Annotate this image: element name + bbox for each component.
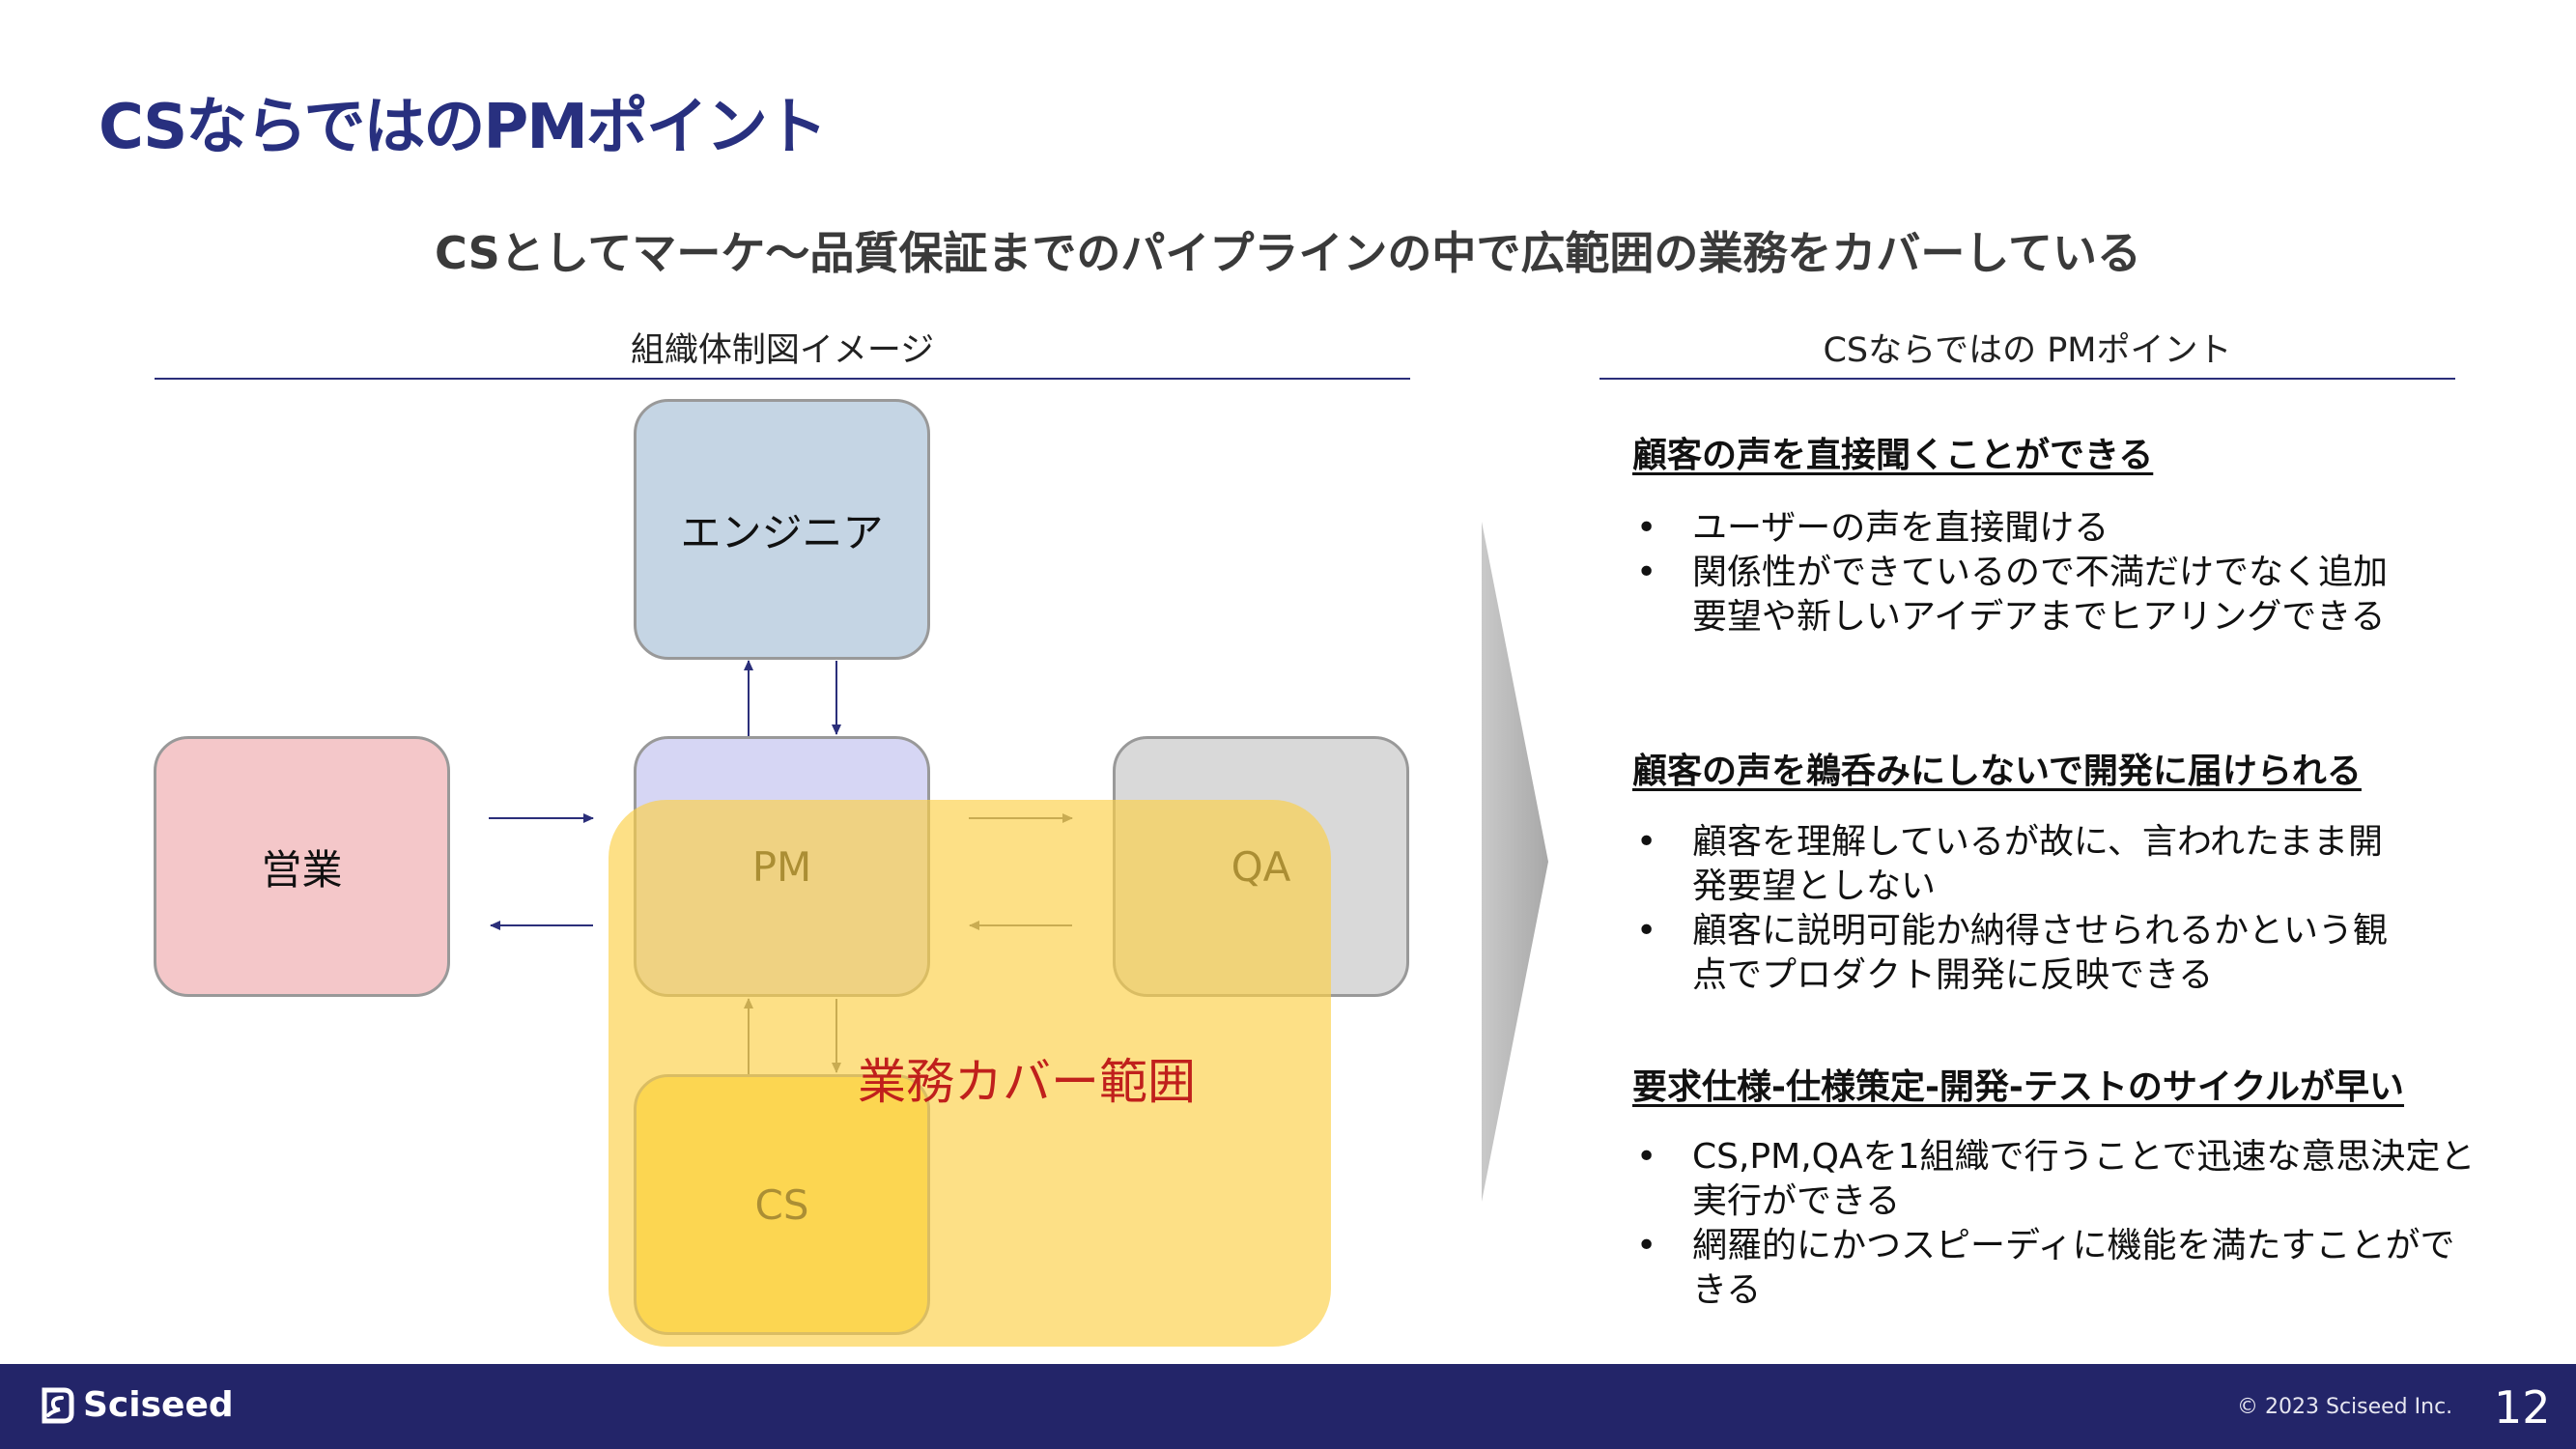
footer-bar: Sciseed © 2023 Sciseed Inc. 12 bbox=[0, 1364, 2576, 1449]
engineer-label: エンジニア bbox=[680, 508, 884, 556]
org-chart-heading-rule bbox=[155, 378, 1410, 380]
copyright-text: © 2023 Sciseed Inc. bbox=[2237, 1395, 2453, 1419]
list-item: 関係性ができているので不満だけでなく追加要望や新しいアイデアまでヒアリングできる bbox=[1632, 551, 2405, 639]
org-chart-heading: 組織体制図イメージ bbox=[630, 331, 935, 370]
point-1-bullets: ユーザーの声を直接聞ける 関係性ができているので不満だけでなく追加要望や新しいア… bbox=[1632, 506, 2482, 639]
pm-points-heading-rule bbox=[1599, 378, 2455, 380]
list-item: 顧客を理解しているが故に、言われたまま開発要望としない bbox=[1632, 820, 2405, 909]
point-3-title: 要求仕様-仕様策定-開発-テストのサイクルが早い bbox=[1632, 1067, 2405, 1107]
engineer-box: エンジニア bbox=[634, 399, 930, 660]
slide-subtitle: CSとしてマーケ～品質保証までのパイプラインの中で広範囲の業務をカバーしている bbox=[435, 227, 2141, 279]
sales-label: 営業 bbox=[261, 845, 343, 894]
list-item: 網羅的にかつスピーディに機能を満たすことができる bbox=[1632, 1224, 2482, 1313]
list-item: 顧客に説明可能か納得させられるかという観点でプロダクト開発に反映できる bbox=[1632, 909, 2405, 998]
sales-box: 営業 bbox=[154, 736, 450, 997]
list-item: ユーザーの声を直接聞ける bbox=[1632, 506, 2482, 551]
point-1-title: 顧客の声を直接聞くことができる bbox=[1632, 436, 2154, 475]
sciseed-logo-icon bbox=[42, 1387, 74, 1423]
page-number: 12 bbox=[2494, 1381, 2551, 1434]
point-2-bullets: 顧客を理解しているが故に、言われたまま開発要望としない 顧客に説明可能か納得させ… bbox=[1632, 820, 2482, 998]
coverage-label: 業務カバー範囲 bbox=[858, 1054, 1196, 1110]
point-2-title: 顧客の声を鵜呑みにしないで開発に届けられる bbox=[1632, 752, 2362, 791]
slide-title: CSならではのPMポイント bbox=[99, 92, 828, 163]
brand-logo: Sciseed bbox=[37, 1385, 234, 1425]
logo-text: Sciseed bbox=[83, 1385, 234, 1425]
list-item: CS,PM,QAを1組織で行うことで迅速な意思決定と実行ができる bbox=[1632, 1135, 2482, 1224]
coverage-area bbox=[609, 800, 1331, 1347]
pm-points-heading: CSならではの PMポイント bbox=[1823, 331, 2232, 370]
point-3-bullets: CS,PM,QAを1組織で行うことで迅速な意思決定と実行ができる 網羅的にかつス… bbox=[1632, 1135, 2482, 1313]
